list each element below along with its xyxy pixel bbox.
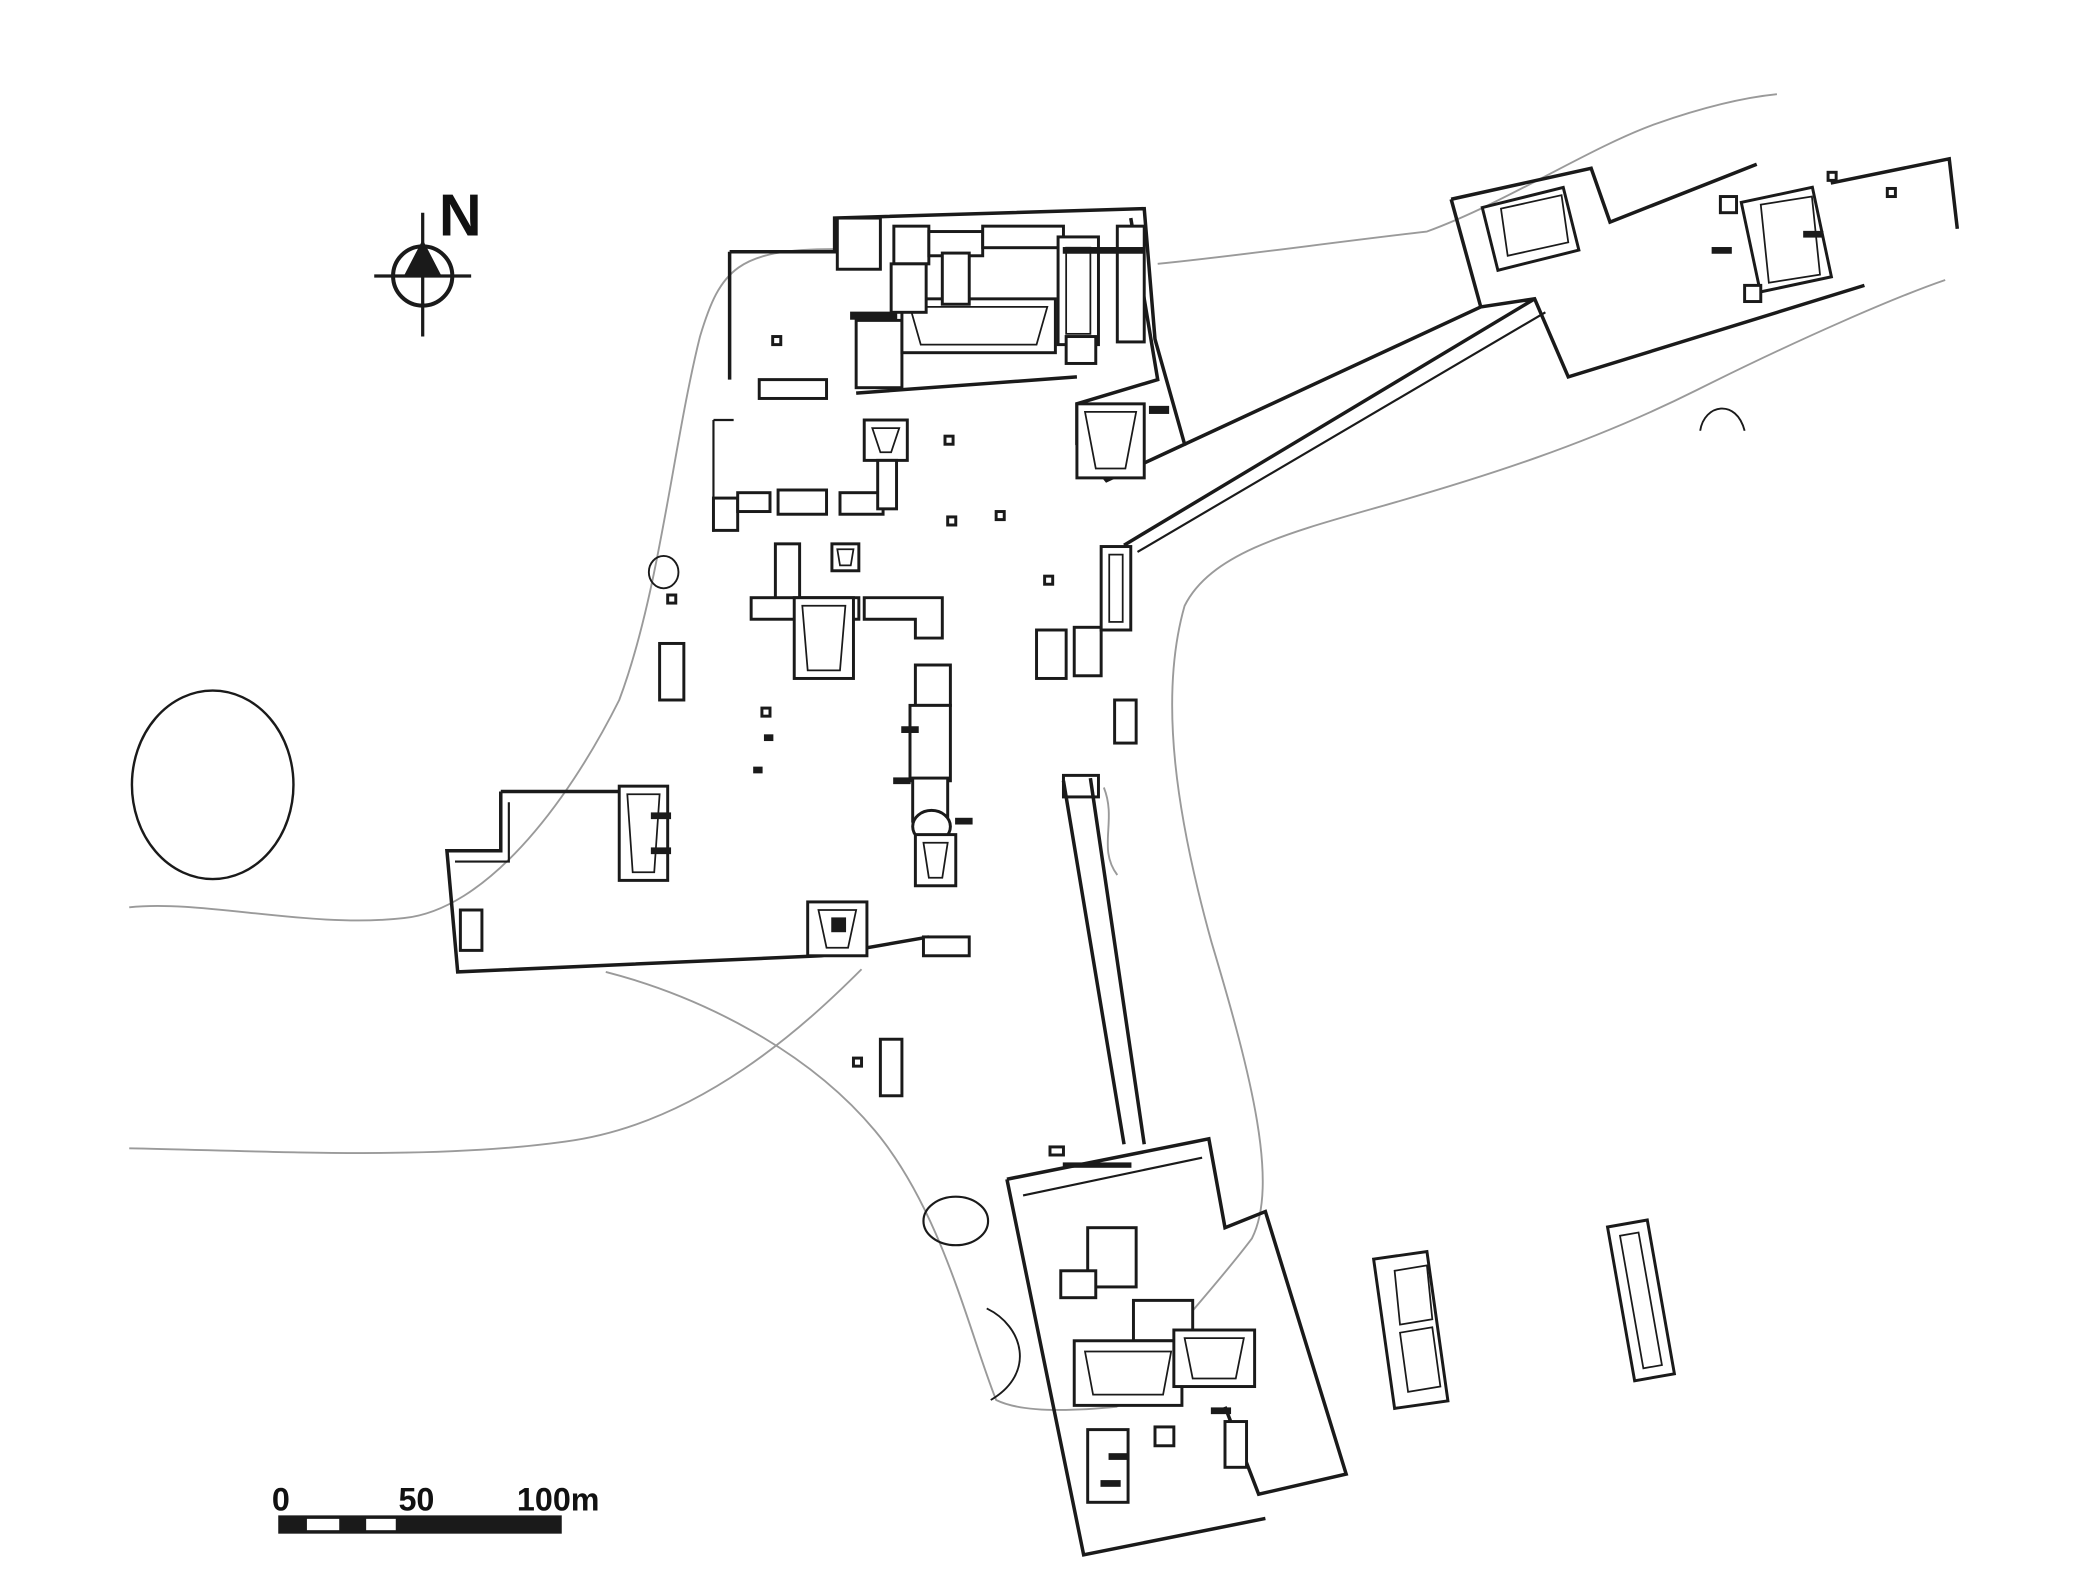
scale-tick-0: 0 bbox=[272, 1481, 290, 1517]
arc-feature-south bbox=[986, 1307, 1021, 1401]
north-label: N bbox=[439, 182, 482, 249]
central-plaza bbox=[658, 418, 1138, 888]
north-complex bbox=[727, 206, 1187, 483]
north-pool bbox=[647, 555, 680, 590]
north-arrow: N bbox=[374, 182, 482, 337]
southeast-mounds bbox=[1371, 1218, 1677, 1411]
scale-bar: 0 50 100m bbox=[272, 1481, 600, 1534]
west-complex bbox=[445, 784, 971, 1098]
arc-feature bbox=[1699, 407, 1746, 431]
terrain-contours bbox=[129, 93, 1946, 1411]
large-pond bbox=[130, 689, 295, 881]
northeast-complex bbox=[1449, 156, 1960, 308]
south-causeway bbox=[1061, 777, 1146, 1145]
scale-tick-50: 50 bbox=[398, 1481, 434, 1517]
south-complex bbox=[1005, 1136, 1349, 1557]
northeast-causeway bbox=[1123, 283, 1865, 553]
scale-tick-100m: 100m bbox=[517, 1481, 600, 1517]
small-pond bbox=[922, 1195, 990, 1247]
